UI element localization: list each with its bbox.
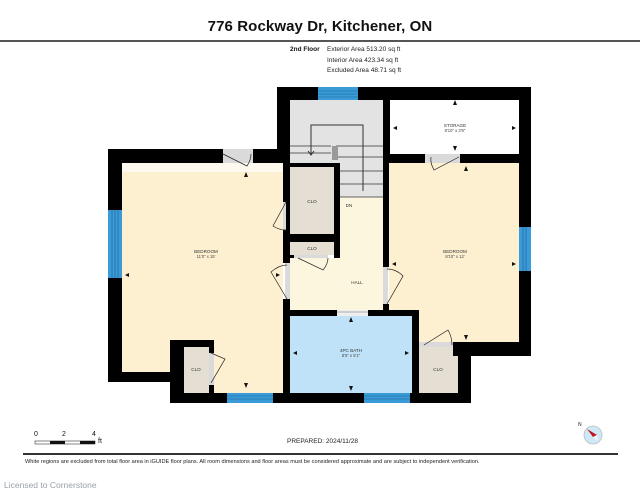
interior-area: Interior Area 423.34 sq ft — [327, 56, 399, 64]
bedroom-right-label: BEDROOM — [443, 249, 467, 254]
compass-icon: N — [578, 422, 603, 445]
bath-fill — [290, 316, 412, 393]
door-closet-small — [294, 255, 329, 271]
door-bath — [337, 310, 368, 316]
floor-label: 2nd Floor — [290, 46, 320, 53]
closet-upper-fill — [290, 167, 334, 234]
bath-dims: 8'5" x 5'1" — [342, 353, 361, 358]
scale-tick-4: 4 — [92, 431, 96, 438]
closet-upper-label: CLO — [307, 199, 317, 204]
scale-tick-2: 2 — [62, 431, 66, 438]
scale-labels: 0 2 4 — [34, 431, 114, 441]
property-title: 776 Rockway Dr, Kitchener, ON — [207, 18, 433, 35]
closet-small-fill — [290, 242, 334, 255]
window-stair-top — [318, 87, 358, 100]
bedroom-left-label: BEDROOM — [194, 249, 218, 254]
staircase — [290, 124, 383, 198]
storage-fill — [390, 100, 519, 154]
exterior-area: Exterior Area 513.20 sq ft — [327, 46, 401, 53]
bedroom-right-fill — [389, 163, 519, 345]
door-right-bedroom-hall — [383, 267, 404, 305]
disclaimer-text: White regions are excluded from total fl… — [25, 459, 480, 465]
room-labels: BEDROOM 11'0" x 15' BEDROOM 8'10" x 12' … — [191, 123, 467, 372]
window-bottom-left — [227, 393, 273, 403]
door-left-bedroom-hall — [270, 263, 290, 300]
title-divider — [0, 40, 640, 42]
footer-divider — [23, 453, 618, 455]
bedroom-left-fill — [122, 163, 283, 393]
dimension-markers — [125, 100, 516, 391]
bath-label: 4PC BATH — [340, 348, 362, 353]
closet-br-fill — [419, 347, 458, 393]
window-bath — [364, 393, 410, 403]
closet-small-label: CLO — [307, 246, 317, 251]
walls — [108, 87, 531, 403]
stairs-down-label: DN — [346, 203, 353, 208]
windows — [108, 87, 531, 403]
closet-br-label: CLO — [433, 367, 443, 372]
storage-label: STORAGE — [444, 123, 466, 128]
door-closet-br — [419, 329, 453, 347]
door-closet-bl — [209, 352, 226, 385]
window-left — [108, 210, 122, 278]
area-summary: Exterior Area 513.20 sq ft Interior Area… — [327, 45, 401, 77]
room-fills — [122, 100, 519, 393]
scale-tick-0: 0 — [34, 431, 38, 438]
compass-north-label: N — [578, 422, 582, 428]
hall-label: HALL — [351, 280, 363, 285]
prepared-date: PREPARED: 2024/11/28 — [287, 438, 358, 445]
bedroom-left-dims: 11'0" x 15' — [197, 254, 216, 259]
door-closet-upper — [272, 201, 287, 231]
bedroom-right-dims: 8'10" x 12' — [445, 254, 464, 259]
license-watermark: Licensed to Cornerstone — [4, 480, 97, 490]
scale-bar — [34, 440, 96, 445]
window-right — [519, 227, 531, 271]
closet-bl-label: CLO — [191, 367, 201, 372]
closet-bl-fill — [184, 347, 209, 393]
doors — [209, 149, 460, 385]
door-left-bedroom-top — [222, 149, 253, 167]
storage-dims: 8'10" x 3'9" — [445, 128, 466, 133]
hall-fill — [290, 197, 383, 310]
door-storage — [425, 154, 460, 171]
excluded-area: Excluded Area 48.71 sq ft — [327, 67, 402, 74]
scale-unit: ft — [98, 438, 102, 445]
